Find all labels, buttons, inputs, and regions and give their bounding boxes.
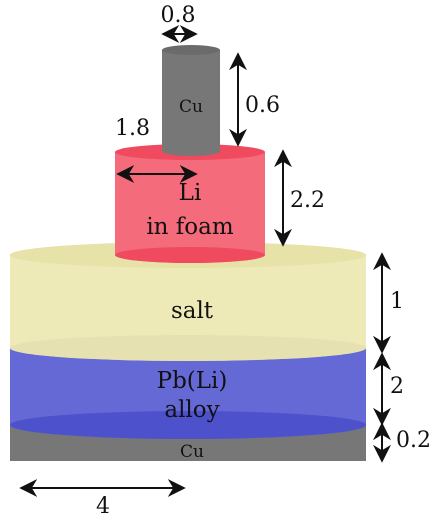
dim-cu-top-height: 0.6 bbox=[245, 93, 280, 118]
dim-cu-bottom-height: 0.2 bbox=[396, 428, 431, 453]
cu-bottom-label: Cu bbox=[180, 442, 204, 462]
salt-layer bbox=[10, 242, 366, 361]
in-foam-label: in foam bbox=[146, 214, 234, 240]
dim-cu-top-width: 0.8 bbox=[161, 3, 196, 28]
dim-alloy-height: 2 bbox=[390, 374, 404, 399]
alloy-label: alloy bbox=[164, 397, 219, 423]
pbli-label: Pb(Li) bbox=[157, 368, 228, 394]
cu-top-layer bbox=[162, 45, 220, 156]
alloy-layer bbox=[10, 348, 366, 439]
dim-li-height: 2.2 bbox=[290, 188, 325, 213]
dim-salt-height: 1 bbox=[390, 289, 404, 314]
dim-base-radius: 4 bbox=[96, 494, 110, 518]
cu-top-label: Cu bbox=[179, 97, 203, 117]
dim-li-radius: 1.8 bbox=[115, 116, 150, 141]
salt-label: salt bbox=[171, 298, 214, 324]
li-label: Li bbox=[179, 180, 202, 206]
